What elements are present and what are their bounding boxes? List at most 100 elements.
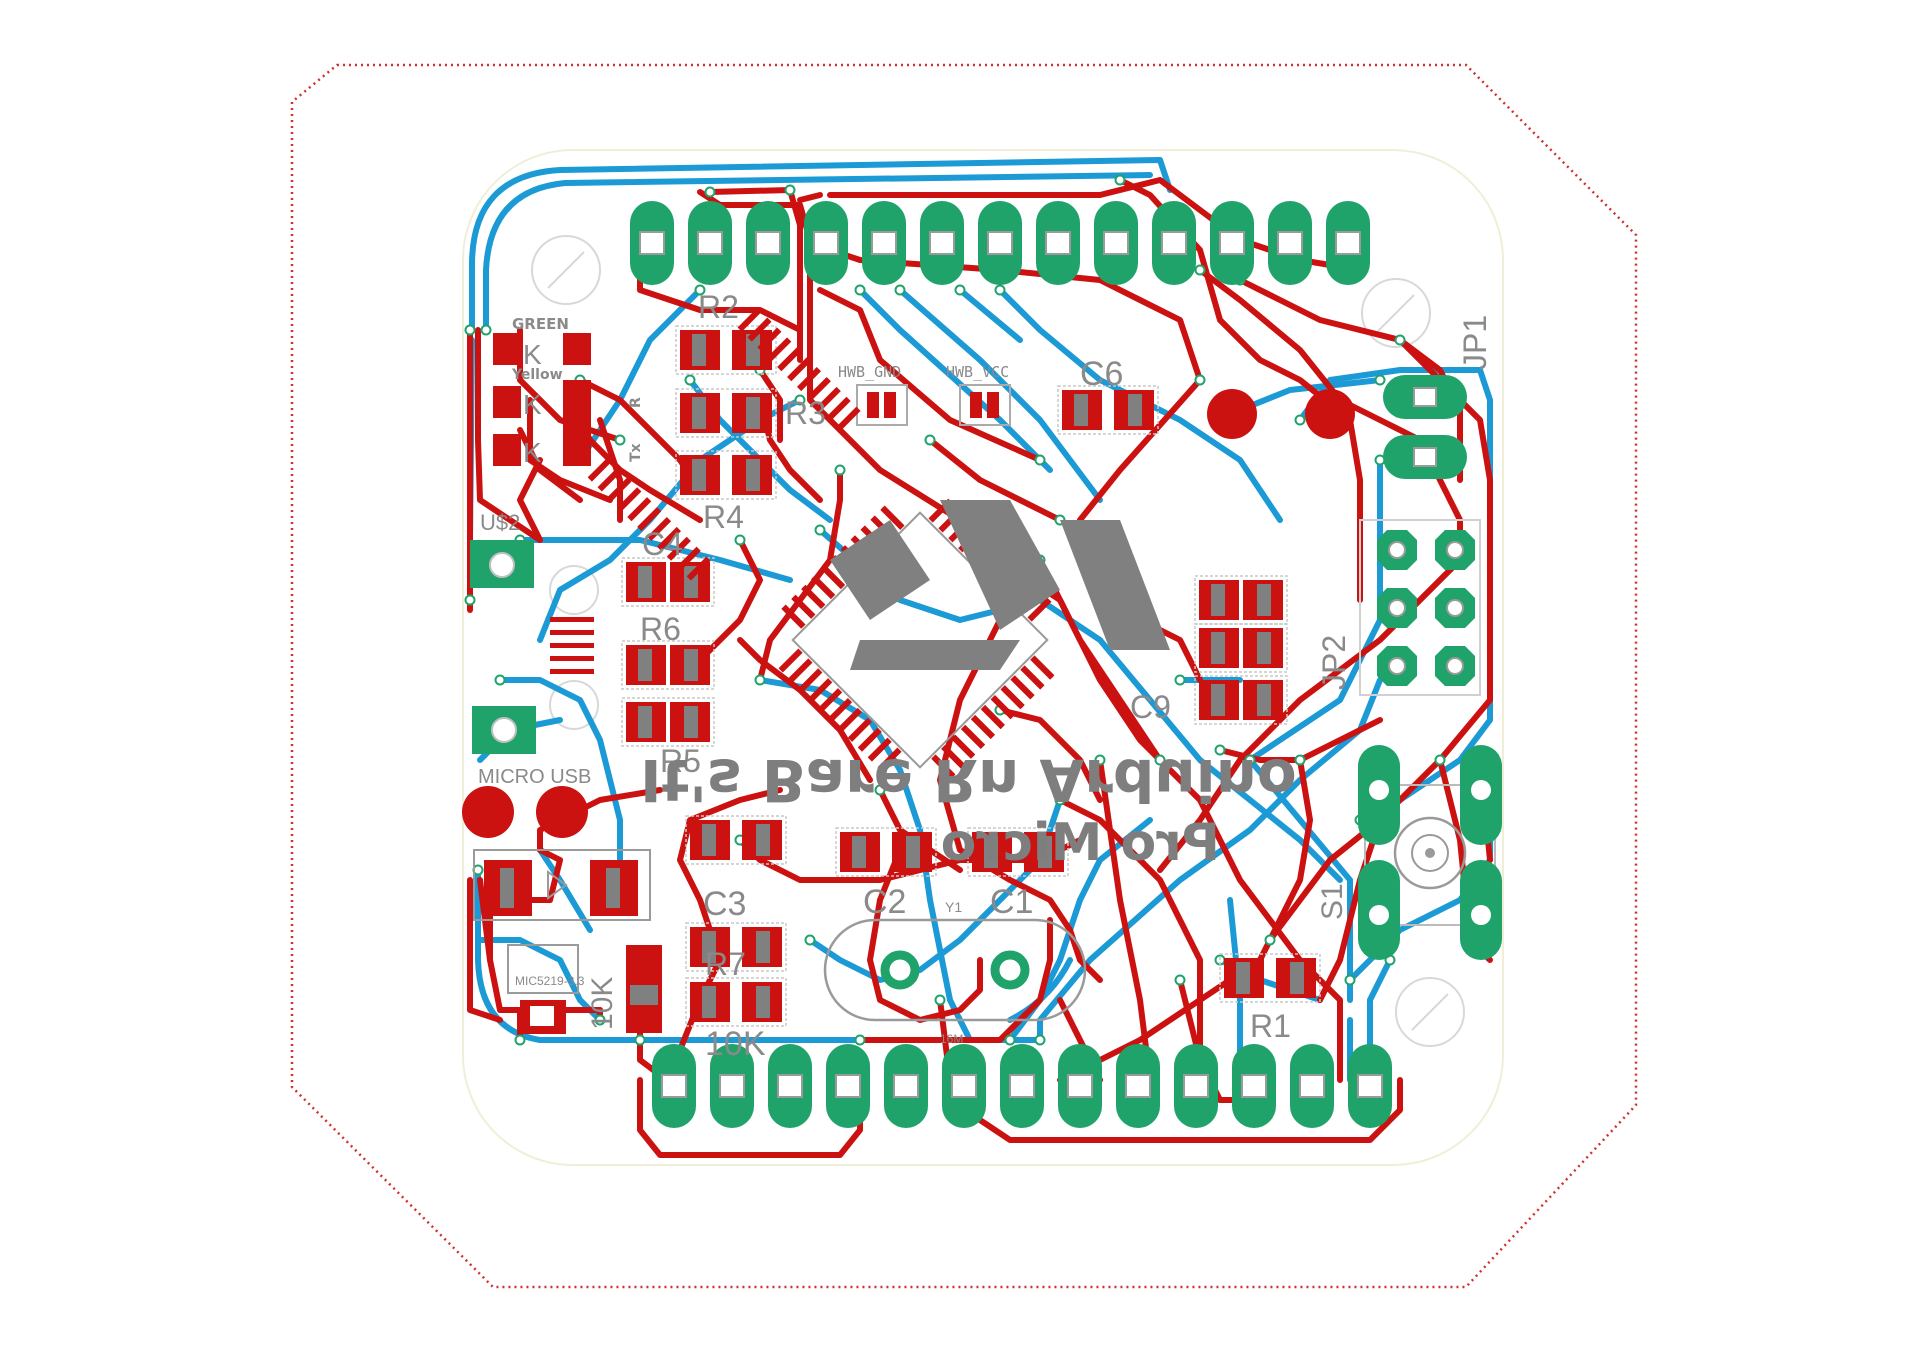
reset-switch-s1[interactable] [1358, 745, 1502, 960]
qfp-pin [597, 467, 622, 492]
smd-body [756, 986, 770, 1018]
silkscreen-labels: GREEN Yellow Tx R R2 R3 R4 HWB_GND HWB_V… [478, 289, 1493, 1063]
pad-usb-a [462, 786, 514, 838]
qfp-pin [826, 396, 851, 421]
logo-line1: It's Bare Rn Arduino [640, 746, 1297, 814]
label-r2: R2 [698, 289, 739, 325]
smd-body [1128, 394, 1142, 426]
smd-body [702, 986, 716, 1018]
pin-hole [1446, 599, 1464, 617]
pin-hole [1357, 1074, 1383, 1098]
qfp-pin [778, 648, 803, 673]
smd-body [1211, 684, 1225, 716]
smd-outline [1194, 623, 1288, 673]
qfp-pin [1000, 685, 1025, 710]
qfp-pin [806, 376, 831, 401]
icsp-header[interactable] [1359, 519, 1481, 696]
label-r6: R6 [640, 611, 681, 647]
label-jp1: JP1 [1457, 315, 1493, 370]
qfp-pin [791, 594, 816, 619]
pin-hole [1413, 447, 1437, 467]
board-edge [462, 149, 1504, 1166]
pin-hole [1413, 387, 1437, 407]
bottom-copper-traces [467, 157, 1493, 1083]
pad-c6-b [1305, 389, 1355, 439]
qfp-pin [970, 714, 995, 739]
board-logo: It's Bare Rn Arduino Pro Micro [640, 746, 1297, 873]
usb-connector-pins [550, 617, 594, 674]
mounting-hole-icon [1395, 977, 1465, 1047]
smd-body [1038, 836, 1052, 868]
smd-body [756, 824, 770, 856]
label-hwb-gnd: HWB_GND [838, 363, 901, 381]
qfp-pin [607, 477, 632, 502]
mounting-hole-icon [1361, 278, 1431, 348]
qfp-pin [798, 668, 823, 693]
pad-usb-b [536, 786, 588, 838]
label-c9: C9 [1130, 689, 1171, 725]
smd-body [746, 459, 760, 491]
qfp-pin [637, 507, 662, 532]
label-r1: R1 [1250, 1008, 1291, 1044]
pin-hole [871, 231, 897, 255]
label-r10k: 10K [586, 977, 619, 1030]
pin-hole [1183, 1074, 1209, 1098]
pin-hole [1045, 231, 1071, 255]
smd-outline [675, 325, 777, 375]
smd-outline [685, 922, 787, 972]
qfp-pin [787, 357, 812, 382]
qfp-pin [867, 737, 892, 762]
qfp-pin [847, 717, 872, 742]
bottom-header[interactable] [652, 1044, 1392, 1128]
label-c1: C1 [990, 883, 1033, 921]
pin-hole [1446, 541, 1464, 559]
label-r7: R7 [705, 946, 746, 982]
label-tx: Tx [628, 443, 644, 462]
smd-outline [967, 827, 1069, 877]
qfp-pin [666, 536, 691, 561]
smd-body [1257, 684, 1271, 716]
label-c3: C3 [703, 885, 746, 923]
smd-outline [835, 827, 937, 877]
qfp-pin [980, 705, 1005, 730]
ldo-regulator [507, 944, 662, 1034]
qfp-pin [781, 604, 806, 629]
pin-hole [1067, 1074, 1093, 1098]
logo-graphic [830, 500, 1170, 670]
jp1-header[interactable] [1383, 375, 1467, 479]
top-header[interactable] [630, 201, 1370, 285]
qfp-pin [617, 487, 642, 512]
smd-body [756, 931, 770, 963]
smd-outline [621, 640, 715, 690]
qfp-pin [676, 546, 701, 571]
smd-body [906, 836, 920, 868]
qfp-pin [656, 526, 681, 551]
label-jp2: JP2 [1316, 635, 1352, 690]
smd-outline [621, 557, 715, 607]
smd-body [1074, 394, 1088, 426]
smd-body [1211, 584, 1225, 616]
label-10k: 10K [705, 1025, 766, 1063]
pin-hole [1277, 231, 1303, 255]
qfp-pin [1020, 665, 1045, 690]
pin-hole [1125, 1074, 1151, 1098]
qfp-pin [836, 406, 861, 431]
diode-usb [473, 849, 651, 921]
svg-text:K: K [523, 437, 542, 468]
qfp-pin [931, 754, 956, 779]
qfp-pin [811, 574, 836, 599]
pin-hole [893, 1074, 919, 1098]
smd-body [692, 397, 706, 429]
smd-body [692, 459, 706, 491]
label-r-side: R [628, 397, 644, 408]
label-green-led: GREEN [512, 315, 569, 333]
qfp-pin [821, 565, 846, 590]
pin-hole [719, 1074, 745, 1098]
pin-hole [987, 231, 1013, 255]
pad-c6-a [1207, 389, 1257, 439]
qfp-pin [747, 317, 772, 342]
smd-body [638, 649, 652, 681]
crystal-y1 [823, 918, 1087, 1022]
smd-body [746, 397, 760, 429]
label-c2: C2 [863, 883, 906, 921]
